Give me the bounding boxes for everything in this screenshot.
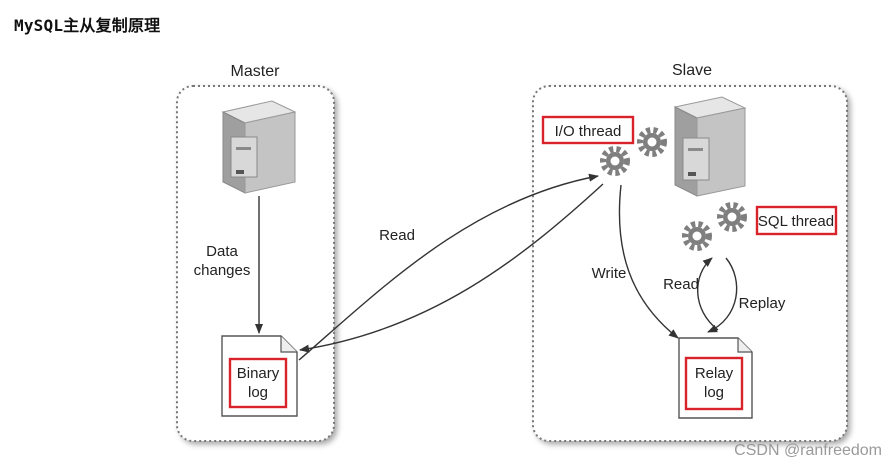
data-changes-label-2: changes [194,262,251,279]
slave-server-icon [673,96,747,197]
page-title: MySQL主从复制原理 [14,16,161,35]
watermark: CSDN @ranfreedom [734,442,882,459]
relay-log-label: Relay [695,365,734,382]
slave-label: Slave [672,62,712,79]
slave-region: Slave I/O thread SQL thread Write [532,62,848,442]
slave-read-label: Read [663,276,699,293]
binary-log-label-2: log [248,384,268,401]
replay-label: Replay [739,295,786,312]
binary-log-label: Binary [237,365,280,382]
io-thread-label: I/O thread [555,123,622,140]
relay-log-document: Relay log [678,337,753,419]
write-label: Write [592,265,627,282]
read-arrow-to-binlog [299,183,604,353]
master-label: Master [231,63,281,80]
data-changes-label: Data [206,243,238,260]
io-thread-highlight [541,115,635,145]
sql-thread-highlight [755,205,838,236]
master-server-icon [221,100,297,194]
relay-log-highlight [684,356,744,411]
read-label: Read [379,227,415,244]
replay-arrow [707,257,738,333]
master-region: Master Data changes Binary log [176,63,335,442]
read-arrow-to-io [298,173,599,361]
slave-read-arrow [697,257,719,331]
binary-log-document: Binary log [221,335,298,417]
binary-log-highlight [228,357,288,409]
write-arrow [618,184,679,339]
relay-log-label-2: log [704,384,724,401]
sql-thread-label: SQL thread [758,213,834,230]
